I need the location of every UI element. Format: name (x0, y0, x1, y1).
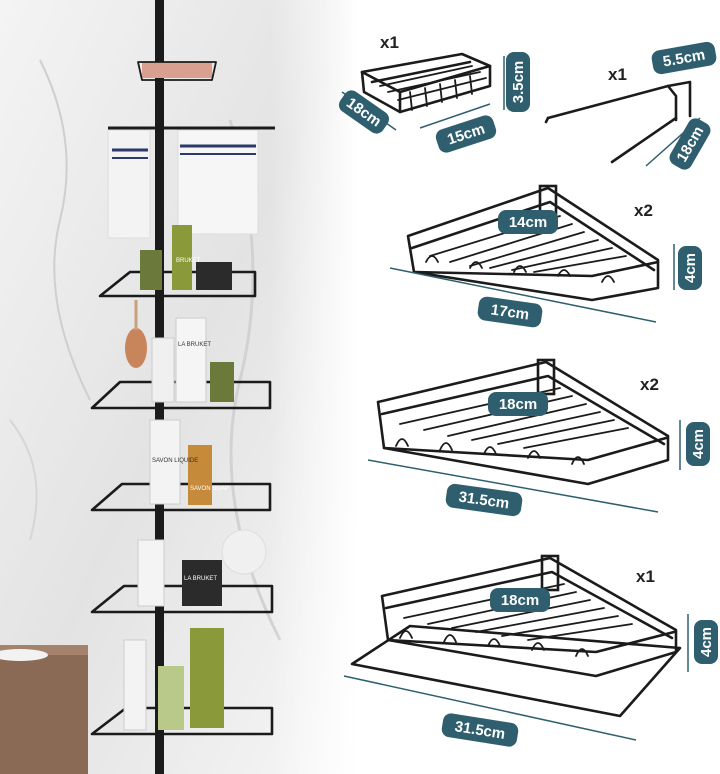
towel-hook-length-label: 18cm (669, 118, 711, 170)
svg-text:4cm: 4cm (698, 627, 715, 657)
sink-basin (0, 649, 48, 661)
shelf-bottom-height-label: 4cm (694, 620, 718, 664)
soap-dish-height-label: 3.5cm (506, 52, 530, 112)
marble-vein (39, 59, 91, 401)
towel-hook-depth-label: 5.5cm (651, 41, 717, 75)
shelf-large-spec: x2 18cm 31.5cm 4cm (367, 358, 710, 517)
soap-dish-photo (137, 61, 217, 81)
shelf-large-depth-label: 18cm (488, 392, 548, 416)
shelf-small-depth-label: 14cm (498, 210, 558, 234)
svg-text:4cm: 4cm (682, 253, 699, 283)
svg-text:4cm: 4cm (690, 429, 707, 459)
bottle-label: LA BRUKET (178, 342, 211, 348)
bottle-label: LA BRUKET (184, 576, 217, 582)
marble-vein (9, 419, 38, 541)
shelf-large-height-label: 4cm (686, 422, 710, 466)
shelf-bottom-depth-label: 18cm (490, 588, 550, 612)
bath-sponge (221, 529, 267, 575)
bottle-label: SAVON SOAP (190, 486, 229, 492)
shelf-small-height-label: 4cm (678, 246, 702, 290)
photo-fade (270, 0, 360, 774)
shelf-bottom-spec: x1 18cm 31.5cm 4cm (343, 554, 718, 747)
soap-dish-spec: x1 18cm 15cm 3.5cm (338, 33, 530, 153)
photo-shelf-3: SAVON LIQUIDE SAVON SOAP (90, 419, 272, 512)
shelf-large-length-label: 31.5cm (445, 483, 523, 517)
shelf-small-qty: x2 (634, 201, 653, 220)
svg-text:17cm: 17cm (490, 301, 530, 323)
bottle-label: BRUKET (176, 258, 201, 264)
product-photo: BRUKET LA BRUKET SAVON LIQUIDE SAVON SOA… (0, 0, 360, 774)
svg-text:18cm: 18cm (499, 396, 537, 413)
bottle-label: SAVON LIQUIDE (152, 458, 198, 464)
photo-shelf-4: LA BRUKET (90, 529, 274, 614)
shelf-large-qty: x2 (640, 375, 659, 394)
shelf-bottom-length-label: 31.5cm (441, 713, 519, 747)
wood-vanity (0, 650, 88, 774)
towel-hook-spec: x1 5.5cm 18cm (544, 41, 717, 170)
svg-text:31.5cm: 31.5cm (458, 489, 511, 513)
photo-shelf-1: BRUKET (98, 225, 257, 298)
vanity-top (0, 645, 88, 655)
photo-shelf-5 (90, 628, 274, 736)
soap-dish-qty: x1 (380, 33, 399, 52)
shelf-small-spec: x2 14cm 17cm 4cm (389, 184, 702, 328)
bath-brush (125, 328, 147, 368)
photo-shelf-2: LA BRUKET (90, 317, 272, 410)
towel-bar-photo (107, 126, 275, 239)
shelf-small-length-label: 17cm (477, 296, 543, 328)
svg-text:18cm: 18cm (501, 592, 539, 609)
towel-hook-qty: x1 (608, 65, 627, 84)
svg-text:3.5cm: 3.5cm (510, 61, 527, 104)
svg-text:14cm: 14cm (509, 214, 547, 231)
shelf-bottom-qty: x1 (636, 567, 655, 586)
